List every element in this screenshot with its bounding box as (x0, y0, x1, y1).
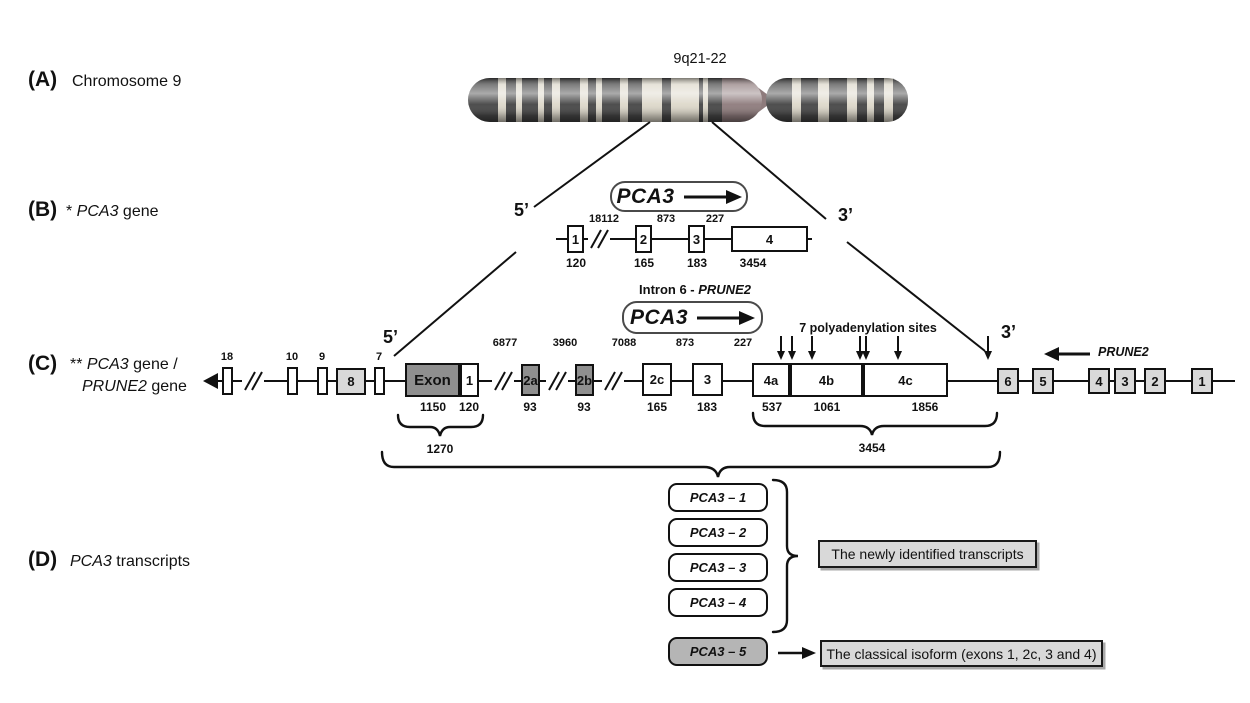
panel-d-title: PCA3 transcripts (70, 553, 191, 570)
pca3-gene-label: PCA3 (616, 184, 675, 208)
exon-box: 1 (567, 225, 584, 253)
right-arrow-icon (697, 310, 756, 325)
zoom-line-b-c-right (846, 241, 986, 352)
exon-size: 537 (761, 400, 783, 414)
classical-isoform-label-box: The classical isoform (exons 1, 2c, 3 an… (820, 640, 1103, 667)
right-arrow-icon (683, 189, 742, 204)
exon-box (222, 367, 233, 395)
prune2-arrow-label: PRUNE2 (1098, 345, 1149, 359)
intron-size: 6877 (492, 337, 518, 349)
panel-b-title: * PCA3 gene (66, 203, 159, 220)
exon-box: 4b (790, 363, 863, 397)
pca3-gene-direction-box: PCA3 (610, 181, 748, 212)
panel-c-title-line1: ** PCA3 gene / (70, 356, 178, 373)
panel-a-title: Chromosome 9 (72, 73, 182, 90)
chromosome-ideogram (468, 78, 908, 122)
panel-c-gene-line (203, 371, 1235, 391)
exon-number: 10 (285, 351, 299, 363)
exon-box: 3 (692, 363, 723, 396)
new-transcripts-label-box: The newly identified transcripts (818, 540, 1037, 568)
brace-exon1 (396, 413, 485, 437)
intron-size: 7088 (611, 337, 637, 349)
exon-size: 120 (458, 400, 480, 414)
exon-box (374, 367, 385, 395)
exon-size: 1061 (813, 400, 841, 414)
exon-number: 18 (220, 351, 234, 363)
exon-box: 5 (1032, 368, 1054, 394)
polyadenylation-arrows (777, 336, 992, 360)
brace-gene-region (380, 450, 1002, 478)
intron-size: 18112 (589, 213, 619, 225)
exon-box: 2b (575, 364, 594, 396)
exon-box: 4c (863, 363, 948, 397)
transcript-pill: PCA3 – 5 (668, 637, 768, 666)
exon-box: 1 (460, 363, 479, 397)
region-total: 1270 (426, 442, 454, 456)
exon-size: 93 (577, 400, 591, 414)
panel-b-label: (B) (28, 198, 58, 221)
intron-size: 873 (675, 337, 695, 349)
classical-isoform-arrow (778, 647, 816, 659)
panel-b-five-prime: 5’ (514, 200, 530, 220)
exon-box: 3 (688, 225, 705, 253)
intron-size: 3960 (552, 337, 578, 349)
intron6-caption: Intron 6 - PRUNE2 (639, 282, 751, 297)
polya-caption: 7 polyadenylation sites (799, 321, 937, 335)
exon-box (317, 367, 328, 395)
zoom-line-a-b-right (711, 121, 827, 220)
zoom-line-a-b-left (533, 121, 651, 208)
panel-c-three-prime: 3’ (1001, 322, 1017, 342)
pca3-gene-direction-box: PCA3 (622, 301, 763, 334)
exon-size: 1150 (419, 400, 447, 414)
prune2-direction-arrow (1044, 347, 1090, 361)
exon-box: 1 (1191, 368, 1213, 394)
exon-size: 120 (565, 256, 587, 270)
exon-box: Exon (405, 363, 460, 397)
locus-label: 9q21-22 (673, 51, 727, 67)
panel-c-title-line2: PRUNE2 gene (82, 378, 187, 395)
exon-number: 9 (318, 351, 326, 363)
panel-d-label: (D) (28, 548, 58, 571)
exon-box: 6 (997, 368, 1019, 394)
transcript-pill: PCA3 – 3 (668, 553, 768, 582)
brace-new-transcripts (771, 478, 799, 634)
exon-size: 165 (633, 256, 655, 270)
panel-a-label: (A) (28, 68, 58, 91)
exon-size: 3454 (739, 256, 767, 270)
exon-size: 183 (696, 400, 718, 414)
exon-box: 8 (336, 368, 366, 395)
transcript-pill: PCA3 – 1 (668, 483, 768, 512)
exon-size: 1856 (911, 400, 939, 414)
brace-exon4 (751, 411, 999, 436)
exon-box: 2a (521, 364, 540, 396)
exon-box: 4a (752, 363, 790, 397)
pca3-gene-label: PCA3 (629, 305, 689, 329)
zoom-line-b-c-left (393, 251, 517, 357)
exon-size: 165 (646, 400, 668, 414)
exon-box: 4 (731, 226, 808, 252)
exon-box: 3 (1114, 368, 1136, 394)
exon-box: 2 (1144, 368, 1166, 394)
panel-b-three-prime: 3’ (838, 205, 854, 225)
line-break-marks (242, 371, 624, 391)
exon-box: 2 (635, 225, 652, 253)
exon-box (287, 367, 298, 395)
exon-size: 183 (686, 256, 708, 270)
panel-c-five-prime: 5’ (383, 327, 399, 347)
transcript-pill: PCA3 – 4 (668, 588, 768, 617)
exon-box: 4 (1088, 368, 1110, 394)
panel-c-label: (C) (28, 352, 58, 375)
transcript-pill: PCA3 – 2 (668, 518, 768, 547)
exon-number: 7 (375, 351, 383, 363)
left-arrowhead (203, 373, 218, 389)
intron-size: 227 (733, 337, 753, 349)
exon-size: 93 (523, 400, 537, 414)
region-total: 3454 (858, 441, 886, 455)
intron-size: 873 (656, 213, 676, 225)
intron-size: 227 (705, 213, 725, 225)
exon-box: 2c (642, 363, 672, 396)
